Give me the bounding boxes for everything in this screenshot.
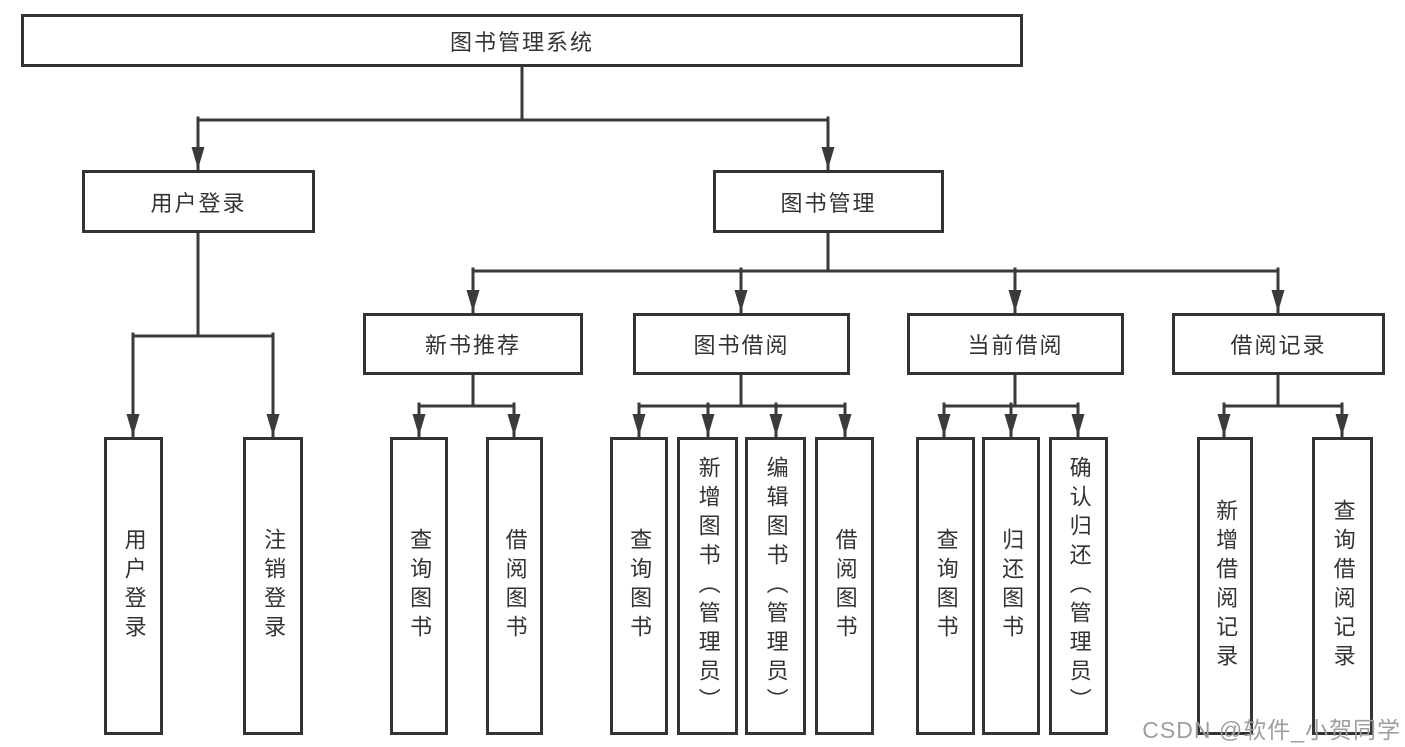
leaf-borrow-books-recommend: 借阅图书 [486,437,543,735]
leaf-add-book-admin: 新增图书（管理员） [677,437,738,735]
leaf-return-books: 归还图书 [982,437,1040,735]
leaf-confirm-return-admin: 确认归还（管理员） [1049,437,1108,735]
node-current-borrowing: 当前借阅 [907,313,1124,375]
leaf-label: 借阅图书 [832,528,858,644]
node-label: 新书推荐 [424,333,521,358]
leaf-label: 查询借阅记录 [1330,499,1356,673]
node-root-label: 图书管理系统 [449,29,594,55]
leaf-label: 查询图书 [627,528,653,644]
leaf-label: 归还图书 [999,528,1025,644]
leaf-label: 确认归还（管理员） [1066,455,1092,717]
leaf-borrow-books: 借阅图书 [815,437,874,735]
node-label: 借阅记录 [1230,333,1327,358]
leaf-add-borrow-record: 新增借阅记录 [1197,437,1253,735]
node-book-management-module: 图书管理 [713,170,944,233]
node-user-login-module: 用户登录 [82,170,315,233]
node-borrowing-records: 借阅记录 [1172,313,1385,375]
leaf-query-books-borrow: 查询图书 [610,437,668,735]
node-new-book-recommendation: 新书推荐 [363,313,583,375]
node-label: 用户登录 [150,190,247,216]
leaf-query-books-recommend: 查询图书 [390,437,448,735]
csdn-watermark: CSDN @软件_小贺同学 [1142,717,1401,743]
node-label: 图书管理 [780,190,877,216]
leaf-label: 查询图书 [407,528,433,644]
node-label: 图书借阅 [693,333,790,358]
leaf-label: 注销登录 [261,528,287,644]
leaf-query-borrow-record: 查询借阅记录 [1312,437,1373,735]
leaf-label: 查询图书 [933,528,959,644]
leaf-label: 新增图书（管理员） [695,455,721,717]
node-label: 当前借阅 [967,333,1064,358]
leaf-label: 编辑图书（管理员） [763,455,789,717]
leaf-logout: 注销登录 [243,437,303,735]
leaf-query-books-current: 查询图书 [916,437,975,735]
leaf-edit-book-admin: 编辑图书（管理员） [745,437,806,735]
leaf-user-login: 用户登录 [104,437,163,735]
leaf-label: 新增借阅记录 [1213,499,1239,673]
node-book-borrowing: 图书借阅 [633,313,850,375]
leaf-label: 用户登录 [121,528,147,644]
leaf-label: 借阅图书 [502,528,528,644]
node-root-system: 图书管理系统 [21,14,1023,67]
